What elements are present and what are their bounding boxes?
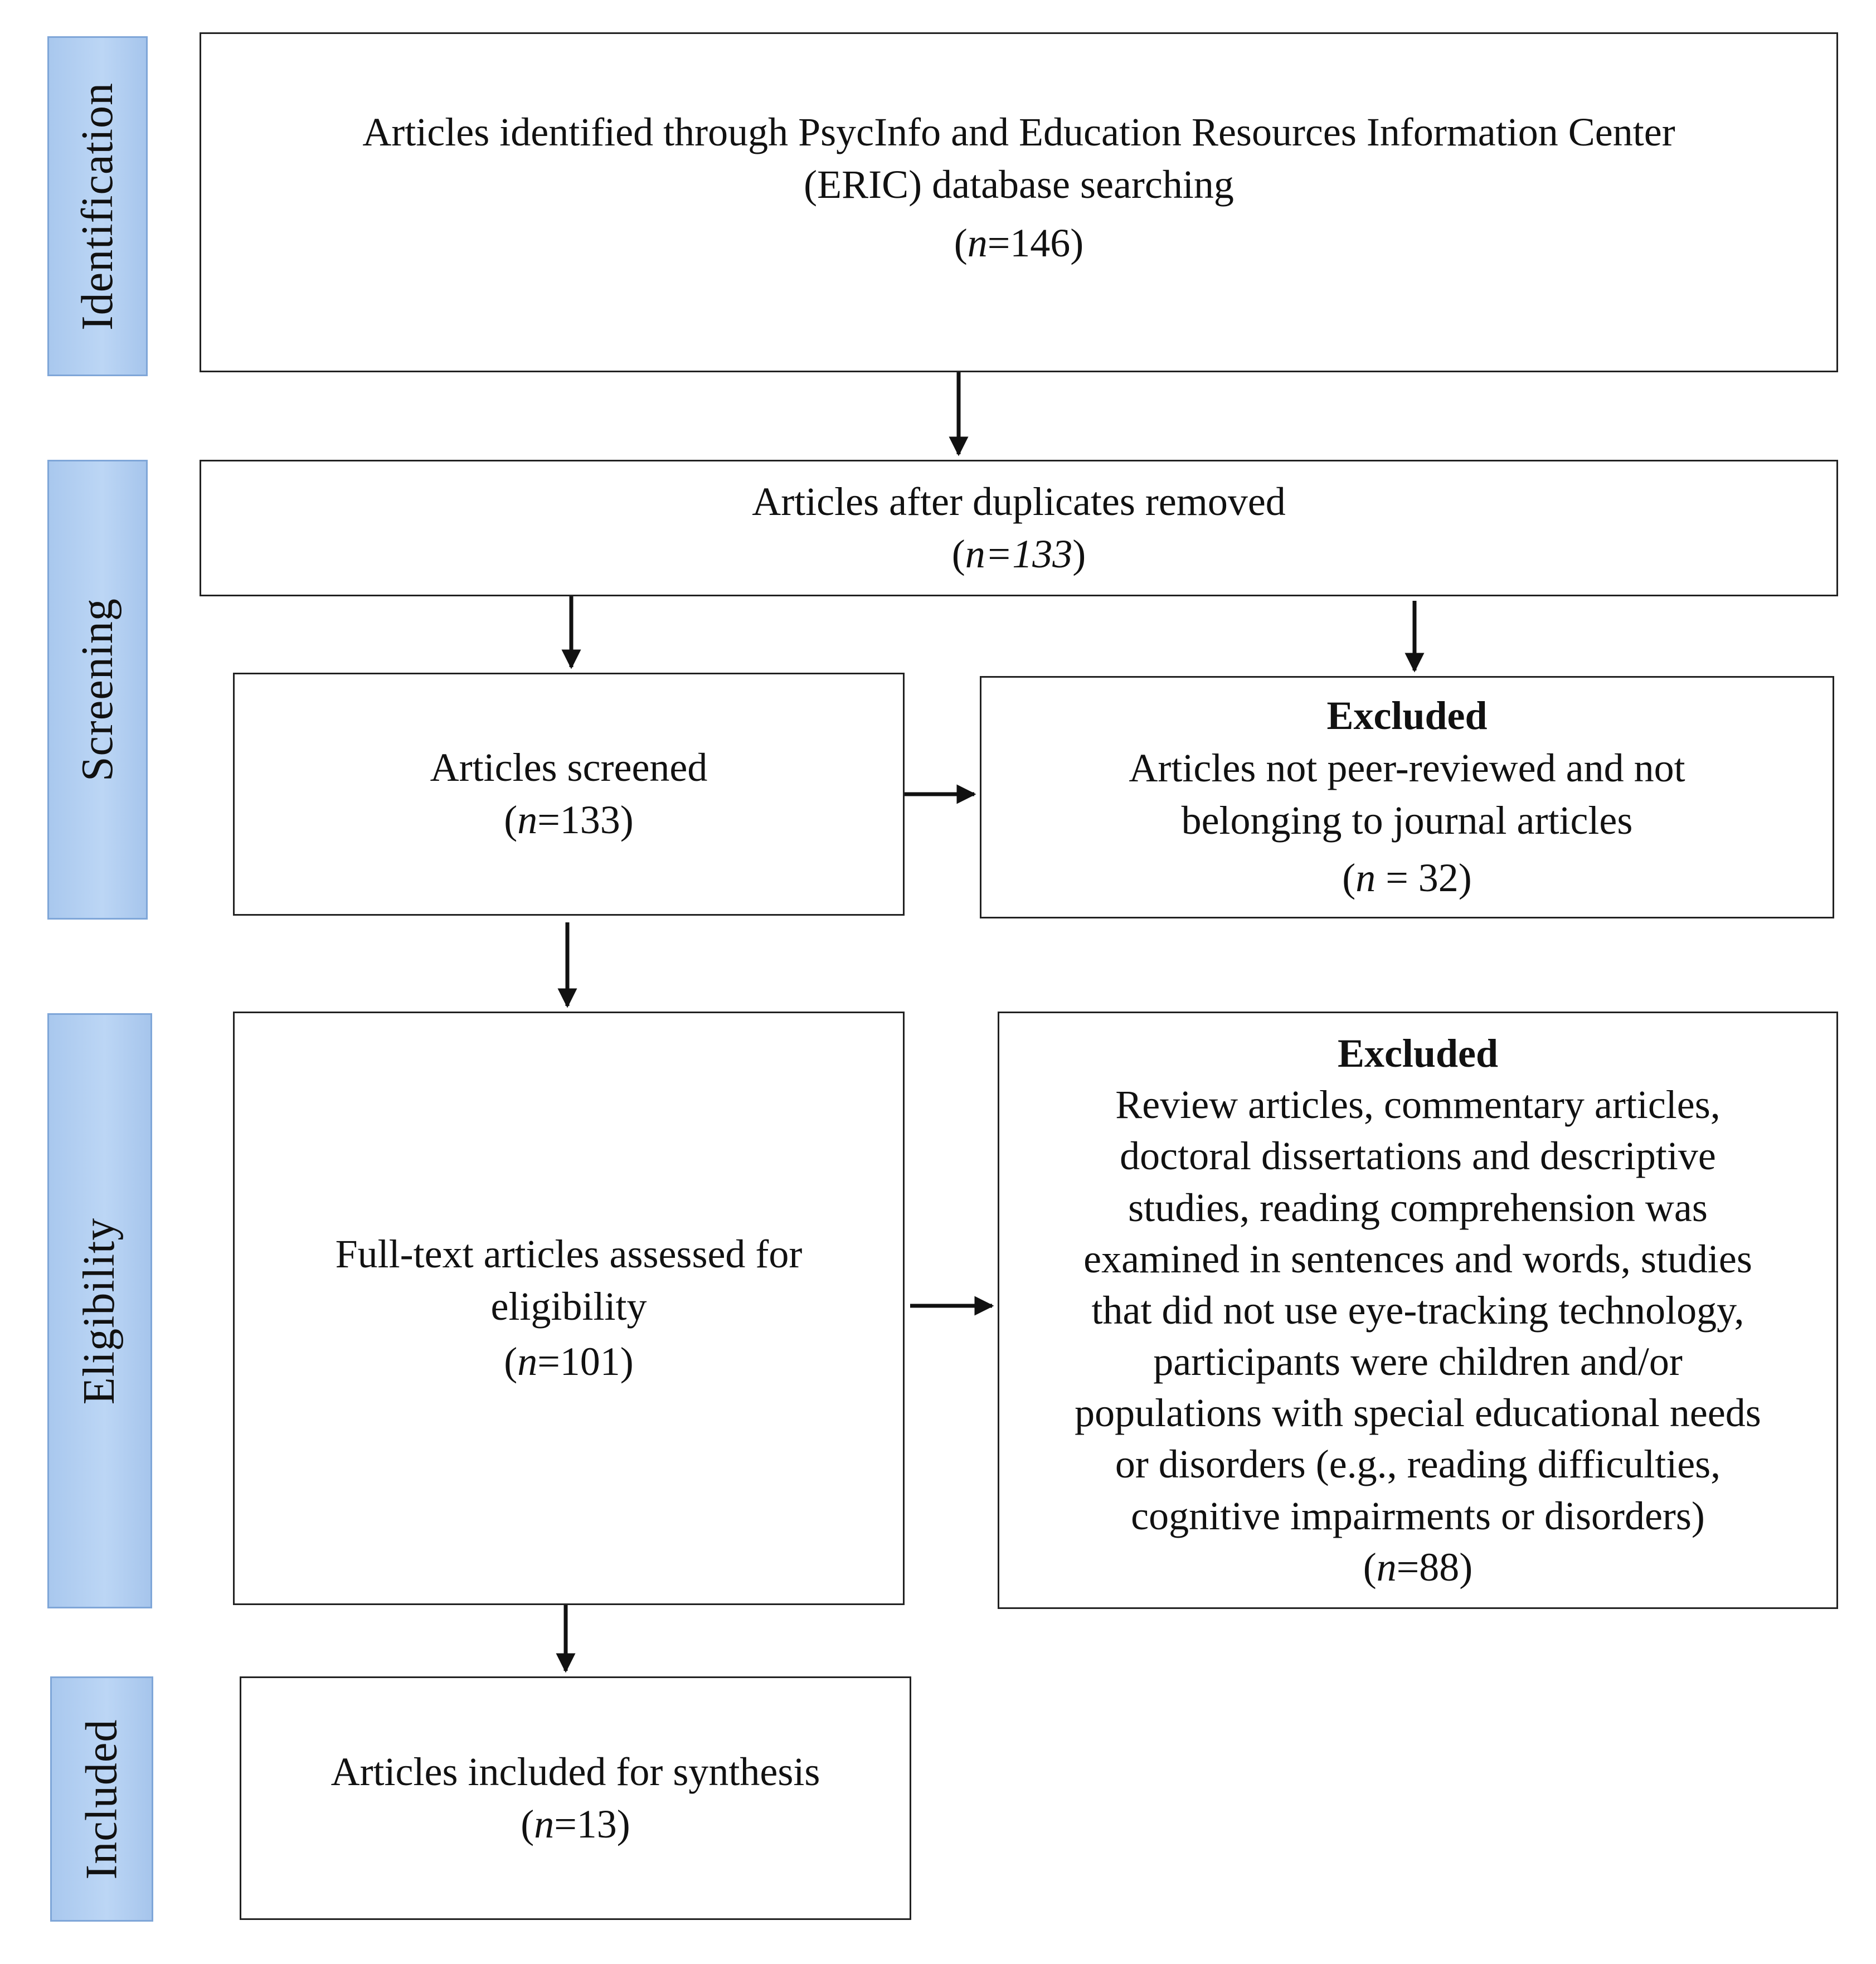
excluded2-line: doctoral dissertations and descriptive xyxy=(1120,1134,1716,1179)
screened-count: (n=133) xyxy=(504,798,634,842)
box-included: Articles included for synthesis (n=13) xyxy=(240,1676,911,1920)
included-line1: Articles included for synthesis xyxy=(331,1749,820,1794)
stage-screening: Screening xyxy=(47,460,148,920)
identified-line2: (ERIC) database searching xyxy=(804,162,1234,207)
excluded2-count: (n=88) xyxy=(1363,1544,1473,1589)
box-identified: Articles identified through PsycInfo and… xyxy=(200,32,1838,372)
identified-line1: Articles identified through PsycInfo and… xyxy=(362,110,1675,154)
excluded1-count: (n = 32) xyxy=(1342,855,1472,901)
box-fulltext: Full-text articles assessed for eligibil… xyxy=(233,1012,905,1605)
excluded2-line: cognitive impairments or disorders) xyxy=(1131,1493,1705,1538)
included-count: (n=13) xyxy=(521,1801,630,1846)
screened-line1: Articles screened xyxy=(430,745,708,790)
excluded2-heading: Excluded xyxy=(1337,1031,1499,1076)
fulltext-line2: eligibility xyxy=(490,1284,647,1329)
excluded2-line: populations with special educational nee… xyxy=(1075,1391,1761,1436)
excluded1-line1: Articles not peer-reviewed and not xyxy=(1129,745,1685,790)
excluded1-line2: belonging to journal articles xyxy=(1181,798,1633,843)
box-dedup: Articles after duplicates removed (n=133… xyxy=(200,460,1838,596)
dedup-count: (n=133) xyxy=(951,531,1086,576)
excluded2-line: participants were children and/or xyxy=(1153,1339,1683,1384)
box-excluded-2: Excluded Review articles, commentary art… xyxy=(998,1012,1838,1609)
fulltext-count: (n=101) xyxy=(504,1339,634,1384)
excluded2-line: examined in sentences and words, studies xyxy=(1083,1236,1752,1281)
fulltext-line1: Full-text articles assessed for xyxy=(335,1232,803,1277)
excluded2-line: studies, reading comprehension was xyxy=(1128,1185,1708,1230)
excluded2-line: Review articles, commentary articles, xyxy=(1115,1082,1721,1127)
dedup-line1: Articles after duplicates removed xyxy=(752,479,1286,524)
box-excluded-1: Excluded Articles not peer-reviewed and … xyxy=(980,676,1834,918)
box-screened: Articles screened (n=133) xyxy=(233,673,905,916)
stage-included: Included xyxy=(50,1676,153,1922)
excluded2-line: that did not use eye-tracking technology… xyxy=(1091,1287,1744,1333)
excluded2-line: or disorders (e.g., reading difficulties… xyxy=(1115,1442,1721,1487)
stage-eligibility: Eligibility xyxy=(47,1013,152,1608)
identified-count: (n=146) xyxy=(954,221,1084,266)
stage-identification: Identification xyxy=(47,36,148,376)
excluded1-heading: Excluded xyxy=(1326,693,1488,738)
